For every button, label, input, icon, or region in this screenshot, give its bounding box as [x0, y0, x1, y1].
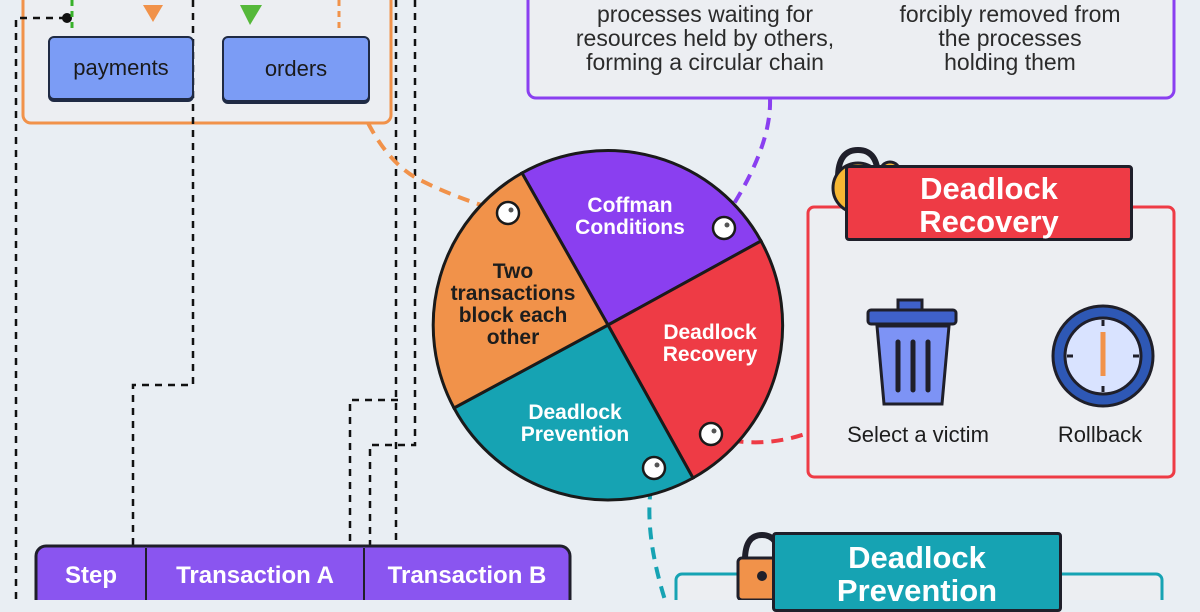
topic-wheel [431, 149, 785, 502]
steps-table-header [34, 544, 572, 600]
two-transactions-label: Two transactions block each other [450, 260, 576, 349]
rollback-label: Rollback [1057, 422, 1143, 447]
clock-icon [1051, 304, 1155, 408]
circular-wait-description: processes waiting for resources held by … [575, 1, 835, 75]
wheel-slice-recovery [605, 238, 785, 481]
wheel-slice-coffman [519, 149, 764, 328]
deadlock-recovery-slice-label: Deadlock Recovery [662, 321, 758, 366]
deadlock-prevention-title: Deadlock Prevention [772, 532, 1062, 612]
header-transaction-a: Transaction A [176, 562, 334, 589]
knob-icon [711, 215, 737, 241]
wheel-slice-two-tx [431, 170, 611, 411]
wheel-slice-prevention [451, 322, 696, 502]
knob-icon [698, 421, 724, 447]
header-step: Step [64, 562, 117, 589]
coffman-panel [526, 0, 1176, 100]
no-preemption-description: forcibly removed from the processes hold… [899, 1, 1121, 75]
knob-icon [641, 455, 667, 481]
down-arrow-icon [143, 5, 163, 22]
steps-table-header-row: Step Transaction A Transaction B [36, 546, 570, 606]
deadlock-prevention-slice-label: Deadlock Prevention [520, 401, 630, 446]
payments-box: payments [48, 36, 194, 100]
header-transaction-b: Transaction B [387, 562, 547, 589]
down-arrow-icon [240, 5, 262, 25]
select-victim-label: Select a victim [847, 422, 989, 447]
orders-box: orders [222, 36, 370, 102]
trash-can-icon [866, 298, 958, 406]
coffman-conditions-label: Coffman Conditions [575, 194, 685, 239]
deadlock-recovery-title: Deadlock Recovery [845, 165, 1133, 241]
knob-icon [495, 200, 521, 226]
